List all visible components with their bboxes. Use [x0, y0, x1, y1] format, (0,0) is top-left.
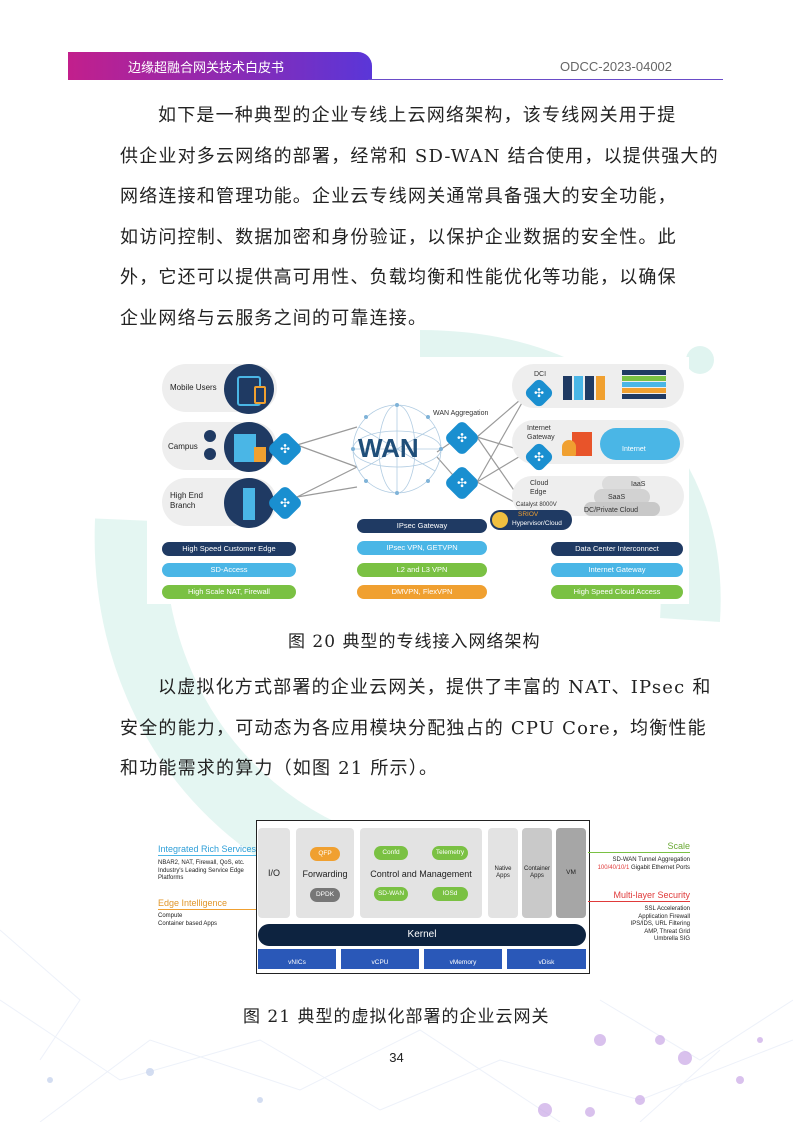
telemetry-tag: Telemetry [432, 846, 468, 860]
pill-l2-l3-vpn: L2 and L3 VPN [357, 563, 487, 577]
vcpu-block [341, 949, 419, 969]
pill-dmvpn: DMVPN, FlexVPN [357, 585, 487, 599]
scale-text-line: SD-WAN Tunnel Aggregation [612, 857, 690, 863]
wan-label: WAN [358, 433, 419, 463]
paragraph-line: 如访问控制、数据加密和身份验证，以保护企业数据的安全性。此 [120, 226, 677, 248]
paragraph-2: 以虚拟化方式部署的企业云网关，提供了丰富的 NAT、IPsec 和 安全的能力，… [120, 668, 712, 790]
confd-tag: Confd [374, 846, 408, 860]
sriov-badge [490, 510, 572, 530]
control-label: Control and Management [370, 869, 472, 879]
document-code: ODCC-2023-04002 [560, 59, 673, 74]
saas-label: SaaS [608, 494, 626, 501]
figure-20-caption: 图 20 典型的专线接入网络架构 [288, 632, 541, 652]
paragraph-line: 企业网络与云服务之间的可靠连接。 [120, 307, 428, 329]
io-block [258, 828, 290, 918]
paragraph-1: 如下是一种典型的企业专线上云网络架构，该专线网关用于提 供企业对多云网络的部署，… [120, 96, 719, 340]
container-apps-block [522, 828, 552, 918]
campus-building-icon [224, 422, 274, 472]
vcpu-label: vCPU [371, 959, 389, 966]
page-number: 34 [389, 1050, 404, 1065]
native-apps-label: Native Apps [494, 866, 512, 879]
header-band [68, 52, 372, 80]
user-icon [204, 430, 216, 442]
io-label: I/O [267, 868, 280, 878]
vdisk-label: vDisk [538, 959, 555, 966]
vnics-label: vNICs [288, 959, 306, 966]
dci-label: DCI [534, 371, 547, 378]
paragraph-line: 外，它还可以提供高可用性、负载均衡和性能优化等功能，以确保 [120, 267, 677, 289]
vm-label: VM [566, 869, 576, 876]
forwarding-block [296, 828, 354, 918]
vmemory-block [424, 949, 502, 969]
server-rack-icon [563, 376, 605, 400]
container-apps-label: Container Apps [523, 866, 550, 879]
integrated-connector [158, 855, 256, 856]
paragraph-line: 网络连接和管理功能。企业云专线网关通常具备强大的安全功能， [120, 186, 677, 208]
figure-21-caption: 图 21 典型的虚拟化部署的企业云网关 [243, 1007, 550, 1027]
vm-block [556, 828, 586, 918]
firewall-icon [562, 432, 592, 456]
mobile-devices-icon [224, 364, 274, 414]
scale-connector [588, 852, 690, 853]
dpdk-tag: DPDK [310, 888, 340, 902]
header-rule [368, 79, 723, 80]
pill-high-speed-customer-edge: High Speed Customer Edge [162, 542, 296, 556]
security-connector [588, 901, 690, 902]
kernel-label: Kernel [407, 929, 437, 940]
branch-label: High End Branch [170, 491, 203, 510]
pill-high-scale-nat: High Scale NAT, Firewall [162, 585, 296, 599]
native-apps-block [488, 828, 518, 918]
paragraph-line: 安全的能力，可动态为各应用模块分配独占的 CPU Core，均衡性能 [120, 717, 707, 739]
vnics-block [258, 949, 336, 969]
catalyst-label: Catalyst 8000V [516, 502, 557, 508]
pill-sd-access: SD-Access [162, 563, 296, 577]
internet-label: Internet [622, 446, 646, 453]
integrated-services-title: Integrated Rich Services [158, 844, 257, 854]
edge-connector [158, 909, 256, 910]
pill-ipsec-gateway: IPsec Gateway [357, 519, 487, 533]
paragraph-line: 以虚拟化方式部署的企业云网关，提供了丰富的 NAT、IPsec 和 [158, 677, 712, 698]
private-cloud-icon [584, 476, 664, 516]
internet-gateway-label: Internet Gateway [527, 425, 555, 441]
mobile-users-label: Mobile Users [170, 383, 217, 392]
campus-label: Campus [168, 442, 198, 451]
forwarding-label: Forwarding [302, 869, 348, 879]
cloud-edge-label: Cloud Edge [530, 480, 549, 496]
storage-array-icon [622, 370, 666, 404]
sdwan-tag: SD-WAN [374, 887, 408, 901]
vdisk-block [507, 949, 586, 969]
control-block [360, 828, 482, 918]
scale-text-red: 100/40/10/1 [597, 864, 630, 871]
paragraph-line: 和功能需求的算力（如图 21 所示）。 [120, 758, 439, 780]
iaas-label: IaaS [631, 481, 646, 488]
sriov-label: SRIOV [518, 511, 539, 518]
pill-high-speed-cloud-access: High Speed Cloud Access [551, 585, 683, 599]
paragraph-line: 如下是一种典型的企业专线上云网络架构，该专线网关用于提 [158, 105, 677, 126]
pill-ipsec-vpn: IPsec VPN, GETVPN [357, 541, 487, 555]
wan-aggregation-label: WAN Aggregation [433, 410, 489, 417]
security-text: SSL Acceleration Application Firewall IP… [630, 906, 690, 942]
vmemory-label: vMemory [449, 959, 477, 966]
hypervisor-label: Hypervisor/Cloud [512, 520, 562, 527]
scale-text-rest: Gigabit Ethernet Ports [629, 864, 690, 871]
integrated-services-text: NBAR2, NAT, Firewall, QoS, etc. Industry… [158, 860, 245, 881]
pill-data-center-interconnect: Data Center Interconnect [551, 542, 683, 556]
paragraph-line: 供企业对多云网络的部署，经常和 SD-WAN 结合使用，以提供强大的 [120, 145, 719, 167]
kernel-bar [258, 924, 586, 946]
internet-cloud-icon [600, 428, 680, 460]
scale-title: Scale [667, 841, 690, 851]
hypervisor-icon [492, 512, 508, 528]
security-title: Multi-layer Security [613, 890, 690, 900]
header-title: 边缘超融合网关技术白皮书 [128, 61, 285, 76]
pill-internet-gateway: Internet Gateway [551, 563, 683, 577]
iosd-tag: IOSd [432, 887, 468, 901]
edge-intelligence-title: Edge Intelligence [158, 898, 228, 908]
dc-private-cloud-label: DC/Private Cloud [584, 507, 639, 514]
branch-tower-icon [224, 478, 274, 528]
group-icon [204, 448, 216, 460]
edge-intelligence-text: Compute Container based Apps [158, 913, 218, 927]
qfp-tag: QFP [310, 847, 340, 861]
